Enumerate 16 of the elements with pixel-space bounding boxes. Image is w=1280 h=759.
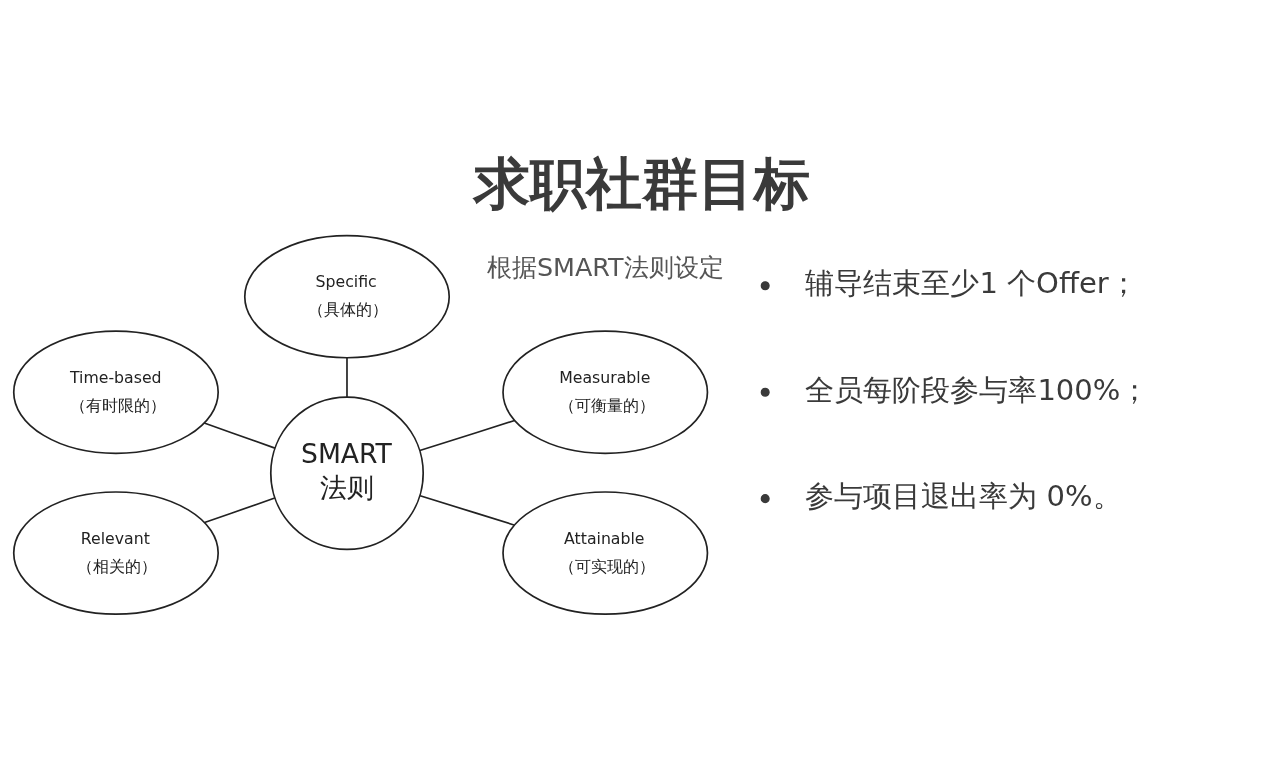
- node-ellipse: Relevant （相关的）: [12, 491, 219, 615]
- node-ellipse: Time-based （有时限的）: [12, 330, 219, 455]
- node-ellipse: Attainable （可实现的）: [502, 491, 709, 615]
- connector: [419, 494, 515, 526]
- connector: [346, 356, 348, 398]
- node-ellipse: Measurable （可衡量的）: [502, 330, 709, 455]
- connector: [203, 422, 276, 449]
- label: 辅导结束至少1 个Offer；: [805, 266, 1138, 301]
- diagram-title: 求职社群目标: [474, 151, 811, 217]
- label: 全员每阶段参与率100%；: [805, 372, 1150, 407]
- connector: [418, 419, 516, 452]
- node-circle: SMART 法则: [269, 396, 425, 551]
- connector: [203, 497, 276, 524]
- label: 参与项目退出率为 0%。: [805, 479, 1122, 514]
- node-ellipse: Specific （具体的）: [243, 234, 451, 359]
- label: 根据SMART法则设定: [486, 252, 724, 283]
